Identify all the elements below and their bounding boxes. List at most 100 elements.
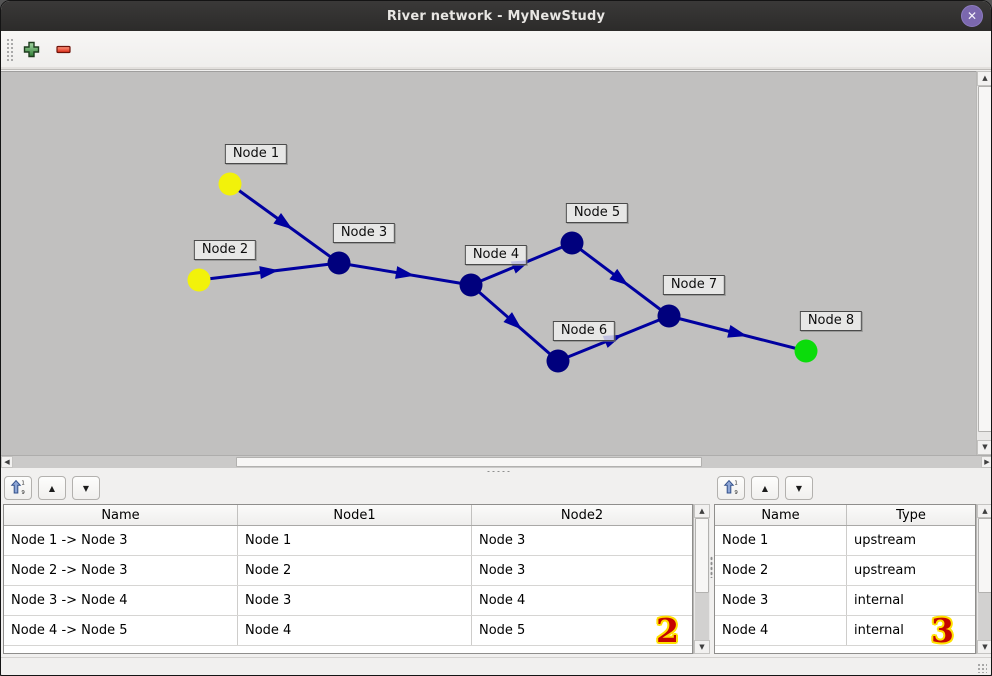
node-circle[interactable] <box>187 268 211 292</box>
node-circle[interactable] <box>218 172 242 196</box>
cell-node2: Node 5 <box>479 623 526 638</box>
node-label[interactable]: Node 7 <box>662 275 726 295</box>
nodes-move-up-button[interactable]: ▲ <box>751 476 779 500</box>
scroll-right-icon[interactable]: ▶ <box>981 456 991 468</box>
splitter-grip-icon <box>486 470 512 473</box>
node-label[interactable]: Node 2 <box>193 240 257 260</box>
node-label[interactable]: Node 6 <box>552 321 616 341</box>
window-title: River network - MyNewStudy <box>386 8 606 24</box>
links-table-scrollbar[interactable]: ▲ ▼ <box>693 504 710 654</box>
plus-icon <box>22 40 41 63</box>
minus-icon <box>54 40 73 63</box>
node-circle[interactable] <box>794 339 818 363</box>
canvas-vertical-scrollbar[interactable]: ▲ ▼ <box>976 71 991 455</box>
nodes-table: Name Type Node 1 upstream Node 2 upstrea… <box>714 504 976 654</box>
edge-arrow-icon <box>395 266 415 279</box>
links-table-header: Name Node1 Node2 <box>4 505 692 526</box>
canvas-vscroll-thumb[interactable] <box>978 86 991 432</box>
cell-name: Node 4 <box>715 616 847 645</box>
edge-arrow-icon <box>259 266 279 280</box>
cell-node1: Node 4 <box>238 616 472 645</box>
table-row[interactable]: Node 4 internal <box>715 616 975 646</box>
nodes-scroll-thumb[interactable] <box>978 518 991 593</box>
cell-node2: Node 3 <box>479 563 526 578</box>
cell-node1: Node 3 <box>238 586 472 615</box>
remove-node-button[interactable] <box>50 38 76 64</box>
table-row[interactable]: Node 2 upstream <box>715 556 975 586</box>
scroll-up-icon[interactable]: ▲ <box>977 504 991 518</box>
resize-grip-icon[interactable] <box>977 663 987 673</box>
close-button[interactable]: ✕ <box>961 5 983 27</box>
scroll-track[interactable] <box>978 593 991 640</box>
scroll-track[interactable] <box>695 593 709 640</box>
edge-arrow-icon <box>273 212 293 230</box>
links-scroll-thumb[interactable] <box>695 518 709 593</box>
triangle-down-icon: ▼ <box>82 483 90 493</box>
status-bar <box>1 657 991 675</box>
column-header[interactable]: Node1 <box>238 505 472 525</box>
cell-type: internal <box>854 623 904 638</box>
links-table: Name Node1 Node2 Node 1 -> Node 3 Node 1… <box>3 504 693 654</box>
svg-text:9: 9 <box>21 490 25 495</box>
cell-node2: Node 4 <box>479 593 526 608</box>
nodes-table-scrollbar[interactable]: ▲ ▼ <box>976 504 991 654</box>
node-circle[interactable] <box>657 304 681 328</box>
cell-name: Node 3 <box>715 586 847 615</box>
scroll-up-icon[interactable]: ▲ <box>694 504 710 518</box>
node-circle[interactable] <box>560 231 584 255</box>
column-header[interactable]: Name <box>715 505 847 525</box>
links-sort-button[interactable]: 1 9 <box>4 476 32 500</box>
node-circle[interactable] <box>459 273 483 297</box>
title-bar[interactable]: River network - MyNewStudy ✕ <box>1 1 991 31</box>
node-label[interactable]: Node 4 <box>464 245 528 265</box>
triangle-down-icon: ▼ <box>795 483 803 493</box>
table-row[interactable]: Node 3 internal <box>715 586 975 616</box>
splitter-grip-icon <box>710 556 713 578</box>
scroll-left-icon[interactable]: ◀ <box>1 456 13 468</box>
sort-1-9-icon: 1 9 <box>10 479 26 497</box>
table-row[interactable]: Node 1 upstream <box>715 526 975 556</box>
close-icon: ✕ <box>966 9 978 23</box>
node-label[interactable]: Node 3 <box>332 223 396 243</box>
canvas-hscroll-thumb[interactable] <box>236 457 702 467</box>
node-label[interactable]: Node 5 <box>565 203 629 223</box>
svg-text:1: 1 <box>734 480 737 486</box>
toolbar-drag-handle[interactable] <box>6 38 15 63</box>
scroll-up-icon[interactable]: ▲ <box>977 71 991 86</box>
table-row[interactable]: Node 1 -> Node 3 Node 1 Node 3 <box>4 526 692 556</box>
horizontal-splitter[interactable] <box>1 468 991 474</box>
links-move-down-button[interactable]: ▼ <box>72 476 100 500</box>
network-canvas[interactable]: Node 1 Node 2 Node 3 Node 4 Node 5 Node 6 Node… <box>1 71 976 455</box>
nodes-table-header: Name Type <box>715 505 975 526</box>
cell-node1: Node 1 <box>238 526 472 555</box>
triangle-up-icon: ▲ <box>761 483 769 493</box>
table-row[interactable]: Node 3 -> Node 4 Node 3 Node 4 <box>4 586 692 616</box>
bottom-panels: 1 9 ▲ ▼ 1 9 ▲ ▼ Name Node1 Node2 <box>1 474 991 657</box>
node-circle[interactable] <box>546 349 570 373</box>
add-node-button[interactable] <box>18 38 44 64</box>
annotation-2: 2 <box>656 611 679 650</box>
svg-text:9: 9 <box>734 490 738 495</box>
canvas-horizontal-scrollbar[interactable]: ◀ ▶ <box>1 455 991 468</box>
table-row[interactable]: Node 4 -> Node 5 Node 4 Node 5 <box>4 616 692 646</box>
cell-name: Node 3 -> Node 4 <box>4 586 238 615</box>
scroll-down-icon[interactable]: ▼ <box>694 640 710 654</box>
nodes-move-down-button[interactable]: ▼ <box>785 476 813 500</box>
edge-arrow-icon <box>727 324 748 338</box>
column-header[interactable]: Node2 <box>560 507 604 523</box>
column-header[interactable]: Name <box>4 505 238 525</box>
table-row[interactable]: Node 2 -> Node 3 Node 2 Node 3 <box>4 556 692 586</box>
svg-text:1: 1 <box>21 480 24 486</box>
cell-node2: Node 3 <box>479 533 526 548</box>
node-circle[interactable] <box>327 251 351 275</box>
vertical-splitter[interactable] <box>710 474 714 656</box>
scroll-down-icon[interactable]: ▼ <box>977 440 991 455</box>
links-move-up-button[interactable]: ▲ <box>38 476 66 500</box>
cell-name: Node 2 -> Node 3 <box>4 556 238 585</box>
nodes-sort-button[interactable]: 1 9 <box>717 476 745 500</box>
node-label[interactable]: Node 8 <box>799 311 863 331</box>
node-label[interactable]: Node 1 <box>224 144 288 164</box>
column-header[interactable]: Type <box>896 507 926 523</box>
scroll-down-icon[interactable]: ▼ <box>977 640 991 654</box>
